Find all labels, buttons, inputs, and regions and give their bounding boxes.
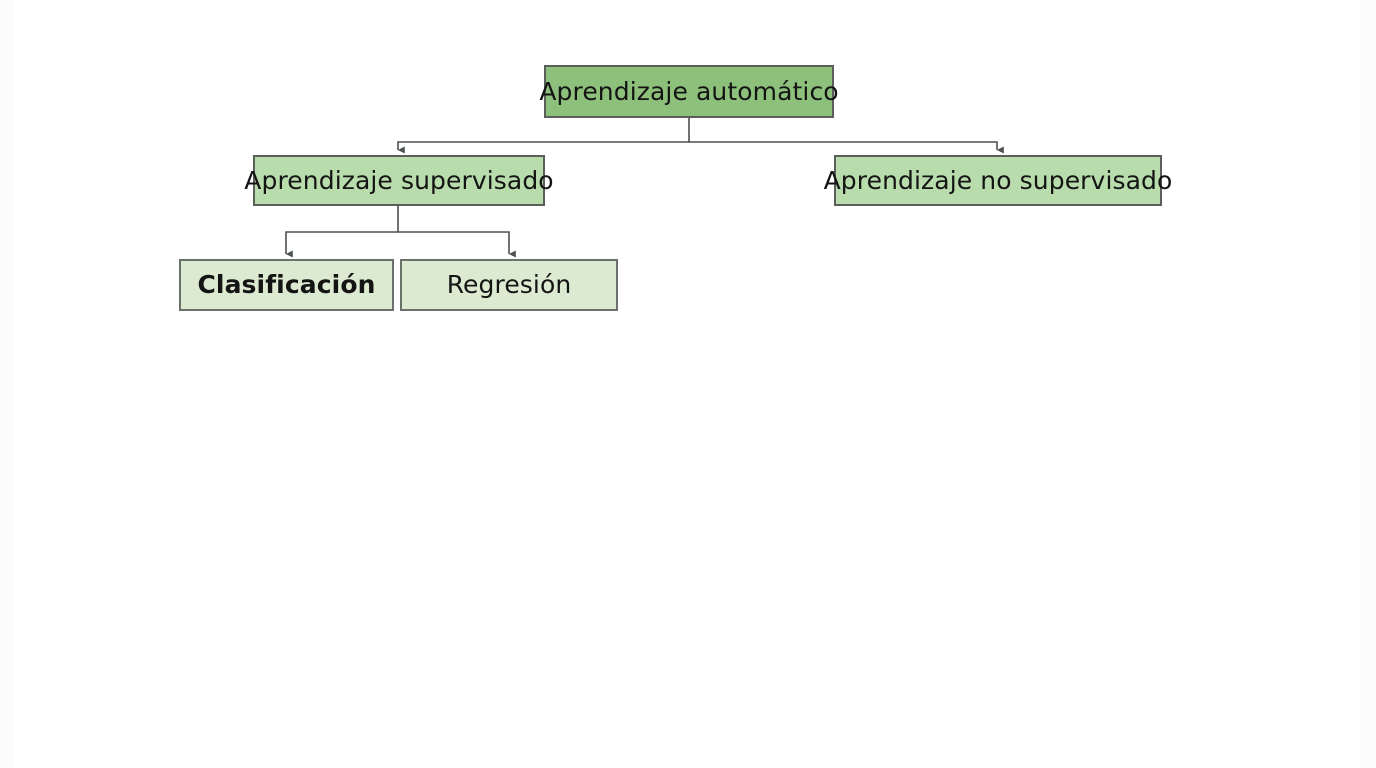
node-label: Aprendizaje no supervisado bbox=[823, 165, 1173, 195]
edge-supervisado-clasificacion bbox=[285, 206, 399, 258]
node-regresion[interactable]: Regresión bbox=[400, 259, 618, 311]
node-clasificacion[interactable]: Clasificación bbox=[179, 259, 394, 311]
node-label: Aprendizaje automático bbox=[539, 76, 839, 106]
edge-automatico-no-supervisado bbox=[689, 141, 1004, 154]
node-aprendizaje-no-supervisado[interactable]: Aprendizaje no supervisado bbox=[824, 155, 1172, 206]
right-edge-artifact bbox=[1360, 0, 1376, 768]
edge-supervisado-regresion bbox=[398, 231, 516, 258]
node-label: Regresión bbox=[446, 270, 572, 300]
left-edge-artifact bbox=[0, 0, 14, 768]
node-label: Clasificación bbox=[197, 270, 376, 300]
node-aprendizaje-supervisado[interactable]: Aprendizaje supervisado bbox=[244, 155, 554, 206]
edge-automatico-supervisado bbox=[397, 118, 690, 154]
node-label: Aprendizaje supervisado bbox=[244, 165, 554, 195]
node-aprendizaje-automatico[interactable]: Aprendizaje automático bbox=[539, 65, 839, 118]
